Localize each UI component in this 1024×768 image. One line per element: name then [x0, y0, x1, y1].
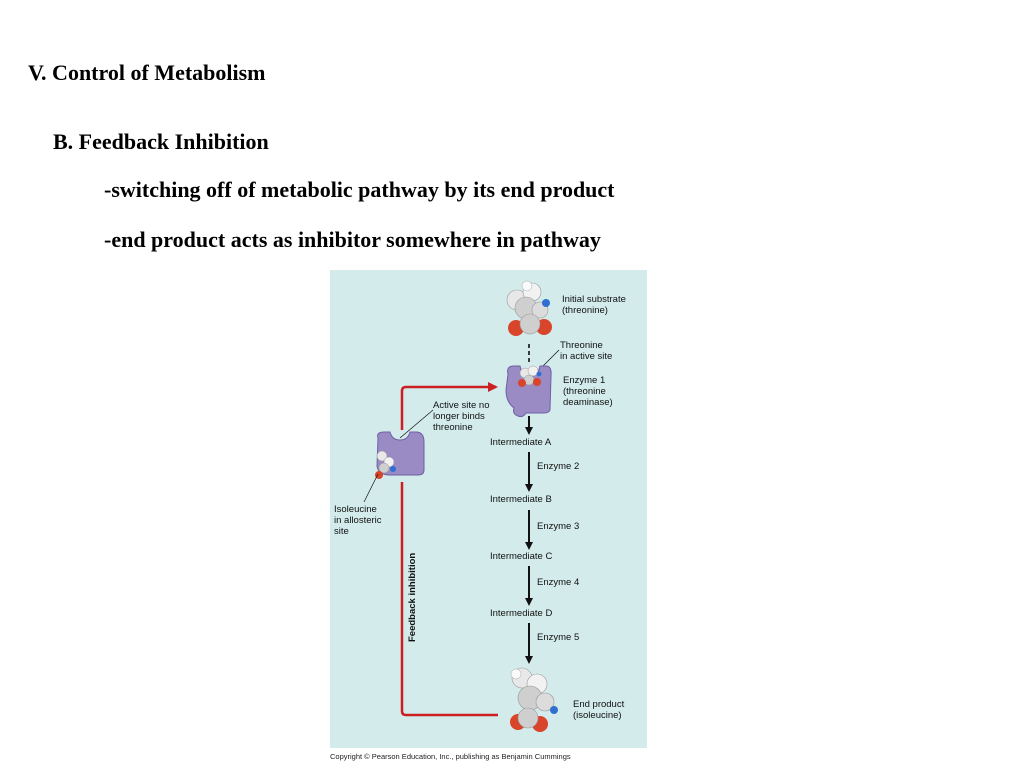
- enzyme5-label: Enzyme 5: [537, 632, 579, 643]
- intermediate-d-label: Intermediate D: [490, 608, 552, 619]
- intermediate-b-label: Intermediate B: [490, 494, 552, 505]
- enzyme4-label: Enzyme 4: [537, 577, 579, 588]
- allosteric-note-3: site: [334, 526, 349, 537]
- threonine-molecule-icon: [506, 280, 552, 336]
- active-site-note-3: threonine: [433, 422, 473, 433]
- intermediate-a-label: Intermediate A: [490, 437, 552, 448]
- diagram-background: [330, 270, 647, 748]
- bound-isoleucine-icon: [375, 450, 396, 479]
- active-site-note-1: Active site no: [433, 400, 490, 411]
- threonine-active-site-sublabel: in active site: [560, 351, 612, 362]
- bullet-point-2: -end product acts as inhibitor somewhere…: [104, 227, 601, 252]
- initial-substrate-label: Initial substrate: [562, 294, 626, 305]
- active-site-note-2: longer binds: [433, 411, 485, 422]
- enzyme1-sublabel-2: deaminase): [563, 397, 613, 408]
- allosteric-note-1: Isoleucine: [334, 504, 377, 515]
- intermediate-c-label: Intermediate C: [490, 551, 552, 562]
- enzyme1-sublabel-1: (threonine: [563, 386, 606, 397]
- slide-title: V. Control of Metabolism: [28, 60, 266, 85]
- initial-substrate-sublabel: (threonine): [562, 305, 608, 316]
- feedback-inhibition-label: Feedback inhibition: [407, 553, 418, 642]
- feedback-inhibition-diagram: Initial substrate (threonine) Threonine …: [330, 270, 647, 748]
- bound-threonine-icon: [518, 365, 542, 387]
- bullet-point-1: -switching off of metabolic pathway by i…: [104, 177, 615, 202]
- isoleucine-molecule-icon: [510, 667, 558, 732]
- threonine-active-site-label: Threonine: [560, 340, 603, 351]
- end-product-label: End product: [573, 699, 625, 710]
- end-product-sublabel: (isoleucine): [573, 710, 622, 721]
- allosteric-note-2: in allosteric: [334, 515, 382, 526]
- enzyme2-label: Enzyme 2: [537, 461, 579, 472]
- section-subtitle: B. Feedback Inhibition: [53, 129, 269, 154]
- inhibition-to-enzyme1-arrow: [400, 382, 498, 430]
- feedback-inhibition-arrow: [400, 482, 498, 717]
- enzyme3-label: Enzyme 3: [537, 521, 579, 532]
- enzyme1-label: Enzyme 1: [563, 375, 605, 386]
- copyright-notice: Copyright © Pearson Education, Inc., pub…: [330, 752, 571, 761]
